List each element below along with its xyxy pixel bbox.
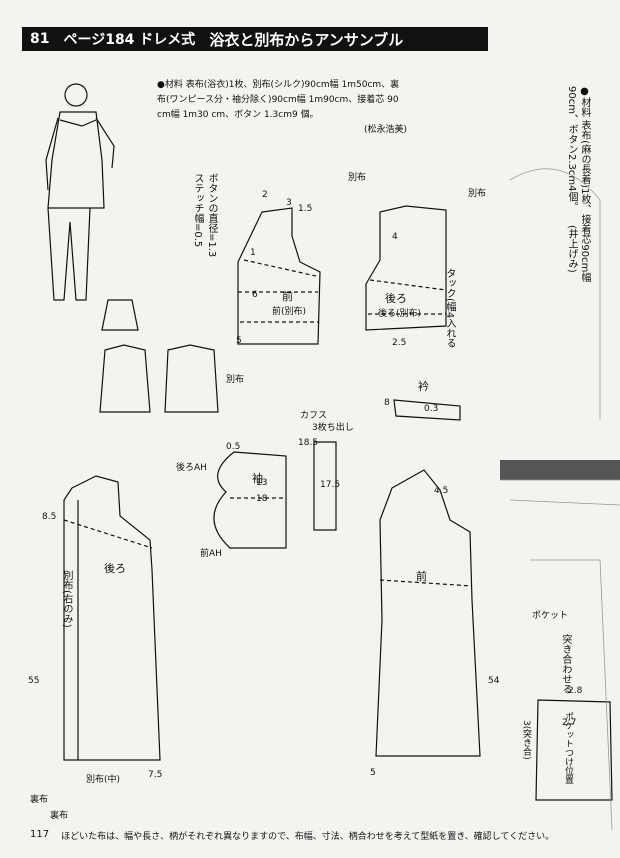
page-number: 117 — [30, 829, 50, 840]
betsununo-label-2: 別布 — [348, 173, 367, 183]
back-dress-pattern — [63, 475, 161, 761]
article-header: 81 ページ184 ドレメ式 浴衣と別布からアンサンブル — [22, 27, 488, 51]
materials-credit: (松永浩美) — [363, 125, 407, 135]
betsununo-bottom-label: 別布(中) — [86, 775, 121, 785]
pocket-label: ポケット — [532, 611, 569, 621]
betsununo-label-3: 別布 — [468, 189, 487, 199]
materials-block: ●材料 表布(浴衣)1枚、別布(シルク)90cm幅 1m50cm、裏布(ワンピー… — [157, 78, 407, 138]
pocket-match-note: 突き合わせる — [560, 634, 571, 694]
dim-2: 2 — [262, 190, 268, 200]
dim-5-5: 5 — [370, 768, 376, 778]
article-title: 浴衣と別布からアンサンブル — [209, 30, 404, 49]
back-ah-label: 後ろAH — [176, 463, 207, 473]
section-band — [500, 460, 620, 480]
footer-note: ほどいた布は、幅や長さ、柄がそれぞれ異なりますので、布幅、寸法、柄合わせを考えて… — [61, 832, 555, 842]
front-sep-label: 前(別布) — [272, 307, 307, 317]
dim-18: 18 — [256, 494, 268, 504]
dim-8: 8 — [384, 398, 390, 408]
button-note: ボタンの直径=1.3 — [206, 173, 217, 258]
pocket-v3-label: 3(突き合) — [521, 720, 531, 760]
dim-7-5: 7.5 — [148, 770, 163, 780]
pocket-position-label: ポケットつけ位置 — [563, 712, 573, 784]
dim-17-5: 17.5 — [320, 480, 341, 490]
model-illustration — [45, 83, 115, 301]
dim-13: 13 — [256, 478, 268, 488]
stitch-note: ステッチ幅=0.5 — [192, 173, 203, 248]
dim-1-5: 1.5 — [298, 204, 313, 214]
dim-8-5: 8.5 — [42, 512, 57, 522]
materials-text: ●材料 表布(浴衣)1枚、別布(シルク)90cm幅 1m50cm、裏布(ワンピー… — [157, 80, 400, 120]
dim-2-5: 2.5 — [392, 338, 407, 348]
back-bodice-pattern — [365, 205, 447, 331]
collar-label: 衿 — [418, 380, 429, 393]
sleeve-label: 袖 — [252, 472, 263, 485]
front-label: 前 — [282, 290, 293, 303]
front-dress-pattern — [375, 469, 481, 757]
front-ah-label: 前AH — [200, 549, 222, 559]
dim-5: 5 — [236, 336, 242, 346]
ura-label-2: 裏布 — [50, 811, 69, 821]
pocket-pattern — [535, 699, 613, 801]
page-footer: 117 ほどいた布は、幅や長さ、柄がそれぞれ異なりますので、布幅、寸法、柄合わせ… — [30, 829, 610, 842]
right-only-note: 別布(右のみ) — [61, 570, 72, 628]
dim-4: 4 — [392, 232, 398, 242]
materials2-credit: (井上げみ) — [566, 224, 577, 273]
article-number: 81 — [30, 31, 50, 47]
tuck-note: タック(幅4入れる — [444, 268, 455, 349]
garment-thumbnails — [99, 299, 219, 413]
dim-0-3: 0.3 — [424, 404, 439, 414]
cuff-pattern — [313, 441, 337, 531]
dim-54: 54 — [488, 676, 500, 686]
betsununo-label-1: 別布 — [226, 375, 245, 385]
cuffs-label: カフス — [300, 411, 328, 421]
dim-0-5: 0.5 — [226, 442, 241, 452]
dim-18-5: 18.5 — [298, 438, 319, 448]
dim-3: 3 — [286, 198, 292, 208]
dim-1: 1 — [250, 248, 256, 258]
front-bodice-pattern — [237, 207, 321, 345]
sleeve-pattern — [213, 451, 287, 549]
page-reference: ページ184 ドレメ式 — [63, 32, 196, 48]
back-long-label: 後ろ — [104, 562, 126, 575]
dim-55: 55 — [28, 676, 40, 686]
faint-background-pattern — [500, 168, 620, 831]
cuffs-note: 3枚ち出し — [312, 423, 354, 433]
back-label: 後ろ — [385, 292, 407, 305]
collar-pattern — [393, 399, 461, 421]
dim-4-5: 4.5 — [434, 486, 449, 496]
dim-2-8: 2.8 — [568, 686, 583, 696]
dim-2-7: 2.7 — [562, 718, 577, 728]
ura-label: 裏布 — [30, 795, 49, 805]
front-long-label: 前 — [416, 570, 427, 583]
dim-6: 6 — [252, 290, 258, 300]
back-sep-label: 後ろ(別布) — [378, 309, 422, 319]
